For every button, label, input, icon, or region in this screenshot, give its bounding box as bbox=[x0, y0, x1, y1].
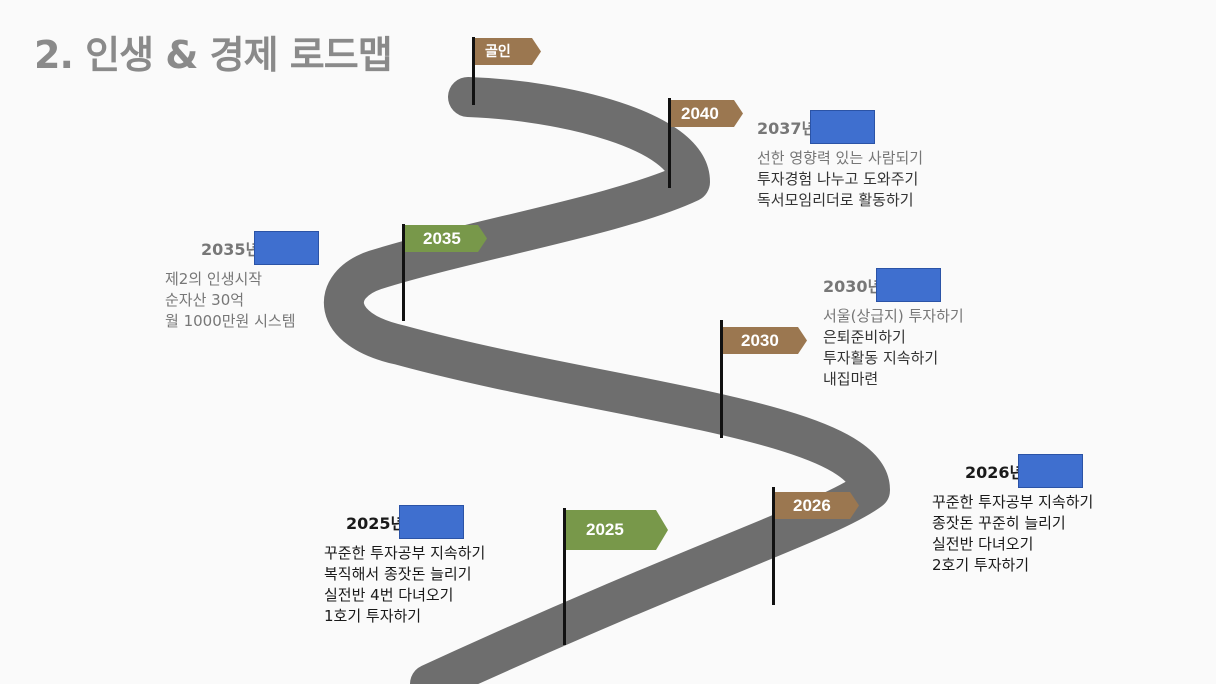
name-redaction-box bbox=[876, 268, 942, 302]
milestone-2025: 2025년 꾸준한 투자공부 지속하기 복직해서 종잣돈 늘리기 실전반 4번 … bbox=[324, 505, 485, 627]
page-title: 2. 인생 & 경제 로드맵 bbox=[34, 33, 393, 77]
goal-flag-pole bbox=[472, 37, 475, 105]
milestone-2035: 2035년 제2의 인생시작 순자산 30억 월 1000만원 시스템 bbox=[165, 231, 320, 332]
flag-2035: 2035 bbox=[405, 225, 487, 252]
milestone-year: 2037년 bbox=[757, 119, 817, 138]
milestone-line: 월 1000만원 시스템 bbox=[165, 312, 296, 330]
milestone-2030: 2030년 서울(상급지) 투자하기 은퇴준비하기 투자활동 지속하기 내집마련 bbox=[823, 268, 964, 390]
milestone-line: 2호기 투자하기 bbox=[932, 556, 1030, 574]
milestone-year: 2030년 bbox=[823, 277, 883, 296]
flag-2035-pole bbox=[402, 224, 405, 321]
flag-2025-pole bbox=[563, 508, 566, 645]
milestone-line: 투자경험 나누고 도와주기 bbox=[757, 170, 919, 188]
milestone-year: 2026년 bbox=[965, 463, 1025, 482]
milestone-line: 은퇴준비하기 bbox=[823, 328, 906, 346]
milestone-line: 복직해서 종잣돈 늘리기 bbox=[324, 565, 472, 583]
name-redaction-box bbox=[1018, 454, 1084, 488]
milestone-2026: 2026년 꾸준한 투자공부 지속하기 종잣돈 꾸준히 늘리기 실전반 다녀오기… bbox=[932, 454, 1093, 576]
milestone-line: 꾸준한 투자공부 지속하기 bbox=[324, 544, 486, 562]
flag-2026-pole bbox=[772, 487, 775, 605]
milestone-line: 선한 영향력 있는 사람되기 bbox=[757, 149, 924, 167]
milestone-2037: 2037년 선한 영향력 있는 사람되기 투자경험 나누고 도와주기 독서모임리… bbox=[757, 110, 923, 211]
milestone-line: 실전반 4번 다녀오기 bbox=[324, 586, 454, 604]
milestone-year: 2025년 bbox=[346, 514, 406, 533]
flag-2040-pole bbox=[668, 98, 671, 188]
flag-2025: 2025 bbox=[566, 510, 668, 550]
milestone-line: 독서모임리더로 활동하기 bbox=[757, 191, 914, 209]
milestone-line: 투자활동 지속하기 bbox=[823, 349, 939, 367]
milestone-year: 2035년 bbox=[201, 240, 261, 259]
flag-2030-pole bbox=[720, 320, 723, 438]
milestone-line: 내집마련 bbox=[823, 370, 879, 388]
flag-2040: 2040 bbox=[671, 100, 743, 127]
flag-2030: 2030 bbox=[723, 327, 807, 354]
milestone-line: 순자산 30억 bbox=[165, 291, 245, 309]
flag-2026: 2026 bbox=[775, 492, 859, 519]
name-redaction-box bbox=[254, 231, 320, 265]
milestone-line: 제2의 인생시작 bbox=[165, 270, 263, 288]
milestone-line: 종잣돈 꾸준히 늘리기 bbox=[932, 514, 1066, 532]
goal-flag: 골인 bbox=[475, 38, 541, 65]
milestone-line: 꾸준한 투자공부 지속하기 bbox=[932, 493, 1094, 511]
milestone-line: 실전반 다녀오기 bbox=[932, 535, 1034, 553]
milestone-line: 서울(상급지) 투자하기 bbox=[823, 307, 964, 325]
name-redaction-box bbox=[399, 505, 465, 539]
name-redaction-box bbox=[810, 110, 876, 144]
milestone-line: 1호기 투자하기 bbox=[324, 607, 422, 625]
